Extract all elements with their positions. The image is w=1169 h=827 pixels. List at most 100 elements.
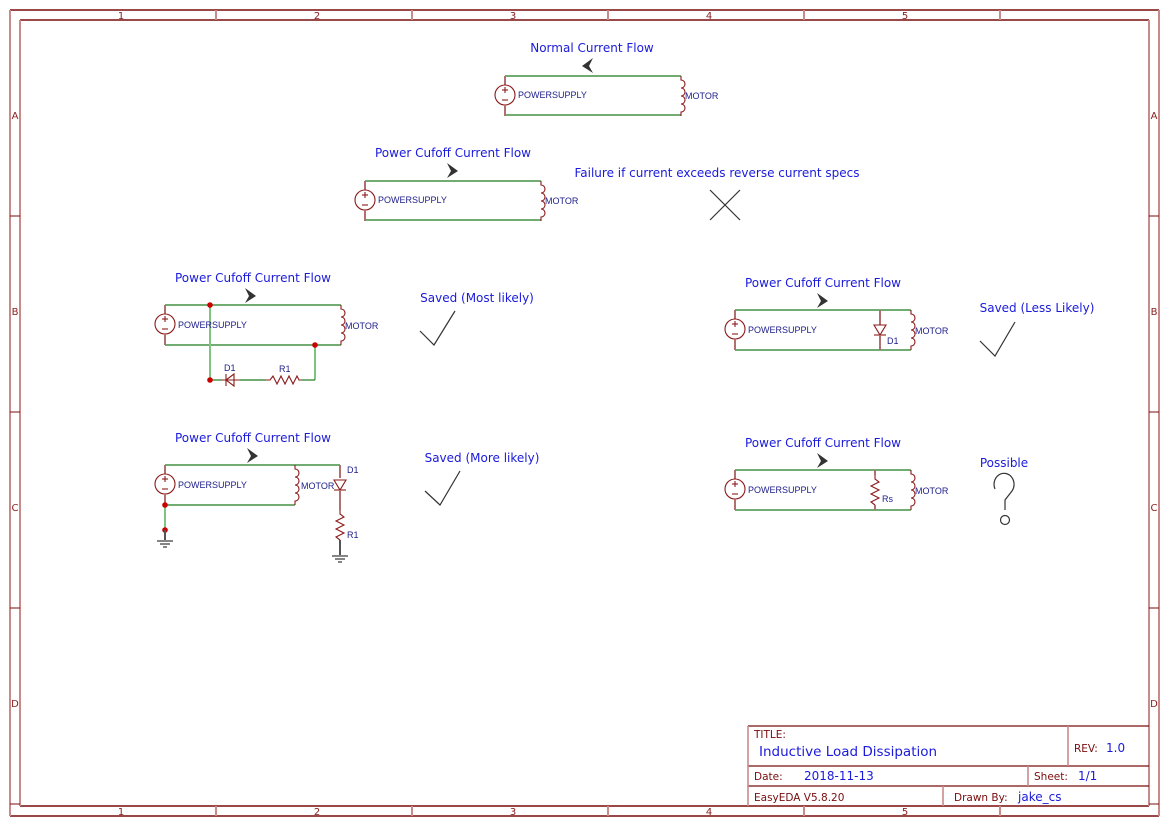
circuit-caption: Normal Current Flow xyxy=(530,41,654,55)
drawn-by-key: Drawn By: xyxy=(954,792,1008,804)
ground-icon xyxy=(331,555,349,563)
circuit-unprotected-cutoff: Power Cufoff Current Flow POWERSUPPLY MO… xyxy=(354,146,860,222)
motor-label: MOTOR xyxy=(915,486,949,496)
column-label: 3 xyxy=(510,807,516,818)
verdict-label: Possible xyxy=(980,456,1028,470)
diode-label: D1 xyxy=(887,336,899,346)
date-value: 2018-11-13 xyxy=(804,769,874,783)
verdict-label: Saved (Less Likely) xyxy=(980,301,1095,315)
circuit-shunt-resistor: Power Cufoff Current Flow POWERSUPPLY MO… xyxy=(724,436,1028,526)
rev-key: REV: xyxy=(1074,743,1098,755)
column-label: 1 xyxy=(118,11,124,22)
row-labels-left: A B C D xyxy=(11,111,19,710)
junction-dot xyxy=(207,302,213,308)
circuit-diode-resistor-loop: Power Cufoff Current Flow POWERSUPPLY MO… xyxy=(154,271,534,388)
diode-label: D1 xyxy=(347,465,359,475)
motor-label: MOTOR xyxy=(685,91,719,101)
power-supply-label: POWERSUPPLY xyxy=(748,485,817,495)
verdict-label: Saved (More likely) xyxy=(425,451,540,465)
check-mark-icon xyxy=(979,321,1016,357)
resistor-icon xyxy=(266,374,302,386)
power-supply-label: POWERSUPPLY xyxy=(178,480,247,490)
circuit-caption: Power Cufoff Current Flow xyxy=(745,436,901,450)
drawn-by-value: jake_cs xyxy=(1017,790,1061,804)
power-supply-icon xyxy=(154,304,176,346)
column-label: 5 xyxy=(902,11,908,22)
power-supply-icon xyxy=(494,75,516,117)
resistor-icon xyxy=(870,474,880,506)
power-supply-icon xyxy=(154,464,176,506)
power-supply-label: POWERSUPPLY xyxy=(378,195,447,205)
motor-label: MOTOR xyxy=(545,196,579,206)
circuit-caption: Power Cufoff Current Flow xyxy=(175,271,331,285)
column-label: 2 xyxy=(314,807,320,818)
drawing-title: Inductive Load Dissipation xyxy=(759,744,937,760)
diode-icon xyxy=(873,324,887,337)
motor-coil-icon xyxy=(294,464,300,506)
circuit-caption: Power Cufoff Current Flow xyxy=(175,431,331,445)
current-arrow-left-icon xyxy=(582,58,593,73)
power-supply-label: POWERSUPPLY xyxy=(748,325,817,335)
row-label: A xyxy=(1151,111,1158,122)
sheet-key: Sheet: xyxy=(1034,771,1068,783)
resistor-label: R1 xyxy=(279,364,291,374)
current-arrow-right-icon xyxy=(817,453,828,468)
title-block: TITLE: Inductive Load Dissipation REV: 1… xyxy=(747,725,1149,806)
date-key: Date: xyxy=(754,771,783,783)
circuit-diode-resistor-ground: Power Cufoff Current Flow POWERSUPPLY MO… xyxy=(154,431,540,563)
motor-label: MOTOR xyxy=(345,321,379,331)
check-mark-icon xyxy=(424,470,461,506)
current-arrow-right-icon xyxy=(247,448,258,463)
power-supply-label: POWERSUPPLY xyxy=(178,320,247,330)
resistor-label: R1 xyxy=(347,530,359,540)
row-label: B xyxy=(12,307,19,318)
row-label: B xyxy=(1151,307,1158,318)
junction-dot xyxy=(312,342,318,348)
column-label: 2 xyxy=(314,11,320,22)
cross-mark-icon xyxy=(709,189,741,221)
column-label: 4 xyxy=(706,11,712,22)
row-label: D xyxy=(11,699,19,710)
motor-label: MOTOR xyxy=(915,326,949,336)
resistor-label: Rs xyxy=(882,494,893,504)
column-labels-bottom: 1 2 3 4 5 xyxy=(118,807,908,818)
row-label: A xyxy=(12,111,19,122)
check-mark-icon xyxy=(419,310,456,346)
motor-label: MOTOR xyxy=(301,481,335,491)
current-arrow-right-icon xyxy=(447,163,458,178)
junction-dot xyxy=(207,377,213,383)
row-label: C xyxy=(12,503,19,514)
power-supply-icon xyxy=(724,469,746,511)
column-label: 5 xyxy=(902,807,908,818)
circuit-caption: Power Cufoff Current Flow xyxy=(745,276,901,290)
column-labels-top: 1 2 3 4 5 xyxy=(118,11,908,22)
question-mark-icon xyxy=(993,472,1015,526)
power-supply-icon xyxy=(724,309,746,351)
row-labels-right: A B C D xyxy=(1150,111,1158,710)
software-version: EasyEDA V5.8.20 xyxy=(754,792,844,804)
diode-icon xyxy=(222,372,240,388)
title-key: TITLE: xyxy=(753,729,786,741)
junction-dot xyxy=(162,502,168,508)
circuit-flyback-diode: Power Cufoff Current Flow POWERSUPPLY MO… xyxy=(724,276,1095,357)
column-label: 4 xyxy=(706,807,712,818)
sheet-value: 1/1 xyxy=(1078,769,1097,783)
current-arrow-right-icon xyxy=(817,293,828,308)
verdict-label: Failure if current exceeds reverse curre… xyxy=(574,166,859,180)
row-label: D xyxy=(1150,699,1158,710)
power-supply-label: POWERSUPPLY xyxy=(518,90,587,100)
current-arrow-right-icon xyxy=(245,288,256,303)
ground-icon xyxy=(156,540,174,548)
circuit-normal-flow: Normal Current Flow POWERSUPPLY MOTOR xyxy=(494,41,719,117)
rev-value: 1.0 xyxy=(1106,741,1125,755)
diode-icon xyxy=(333,479,347,492)
circuit-caption: Power Cufoff Current Flow xyxy=(375,146,531,160)
power-supply-icon xyxy=(354,180,376,222)
diode-label: D1 xyxy=(224,363,236,373)
verdict-label: Saved (Most likely) xyxy=(420,291,534,305)
resistor-icon xyxy=(335,509,345,541)
column-label: 3 xyxy=(510,11,516,22)
drawing-frame xyxy=(9,9,1160,817)
